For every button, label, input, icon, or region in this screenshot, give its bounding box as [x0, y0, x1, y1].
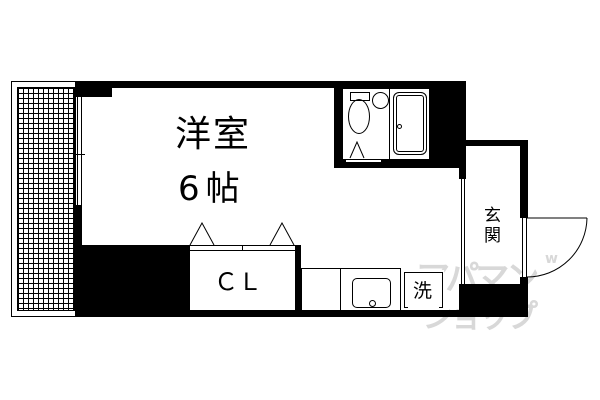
wall-left-upper [76, 81, 82, 95]
wall-entrance-bottom [459, 284, 528, 317]
wall-top [76, 81, 466, 88]
balcony-grating [17, 87, 75, 311]
unit-bath [342, 88, 430, 160]
room-size: 6帖 [178, 169, 246, 209]
toilet-bowl-icon [348, 99, 370, 134]
wall-bath-left [334, 81, 342, 168]
bathtub-icon [393, 92, 427, 155]
balcony-window [77, 97, 82, 205]
wall-entrance-left-upper [459, 81, 466, 179]
counter-divider [340, 269, 341, 311]
laundry-label: 洗 [413, 280, 433, 302]
kitchen-sink-icon [352, 278, 391, 308]
wall-top-left-block [76, 81, 112, 97]
kitchen-counter [301, 268, 401, 311]
closet-door-right-icon[interactable] [269, 222, 297, 246]
laundry-bracket-left [404, 272, 408, 308]
laundry-space: 洗 [403, 270, 444, 310]
closet-door-split [242, 245, 243, 251]
wall-entrance-top [459, 140, 528, 146]
closet-door-left-icon[interactable] [189, 222, 217, 246]
bath-door-opening [345, 159, 382, 163]
wall-bottom [76, 310, 526, 317]
front-door-swing-icon[interactable] [527, 216, 591, 280]
entrance-label-2: 関 [484, 226, 501, 246]
room-name: 洋室 [175, 114, 252, 155]
window-mark [73, 154, 85, 155]
closet [190, 245, 295, 310]
wash-basin-icon [372, 92, 389, 109]
balcony [11, 81, 76, 317]
bathtub-drain-icon [397, 124, 402, 129]
laundry-bracket-right [439, 272, 443, 308]
wall-entrance-right-upper [520, 140, 528, 218]
watermark-small: w [545, 251, 558, 267]
entrance-label-1: 玄 [484, 206, 501, 226]
front-door-frame [522, 218, 527, 277]
entrance-step-line [461, 170, 465, 284]
closet-label: ＣＬ [214, 268, 262, 296]
wall-bottom-left-block [76, 245, 190, 317]
wall-closet-right [295, 245, 301, 310]
wall-bath-bottom [334, 160, 466, 168]
bath-door-icon [349, 141, 365, 159]
unit-bath-divider [389, 89, 390, 159]
sink-drain-icon [369, 300, 376, 307]
laundry-bracket-top [404, 272, 443, 273]
